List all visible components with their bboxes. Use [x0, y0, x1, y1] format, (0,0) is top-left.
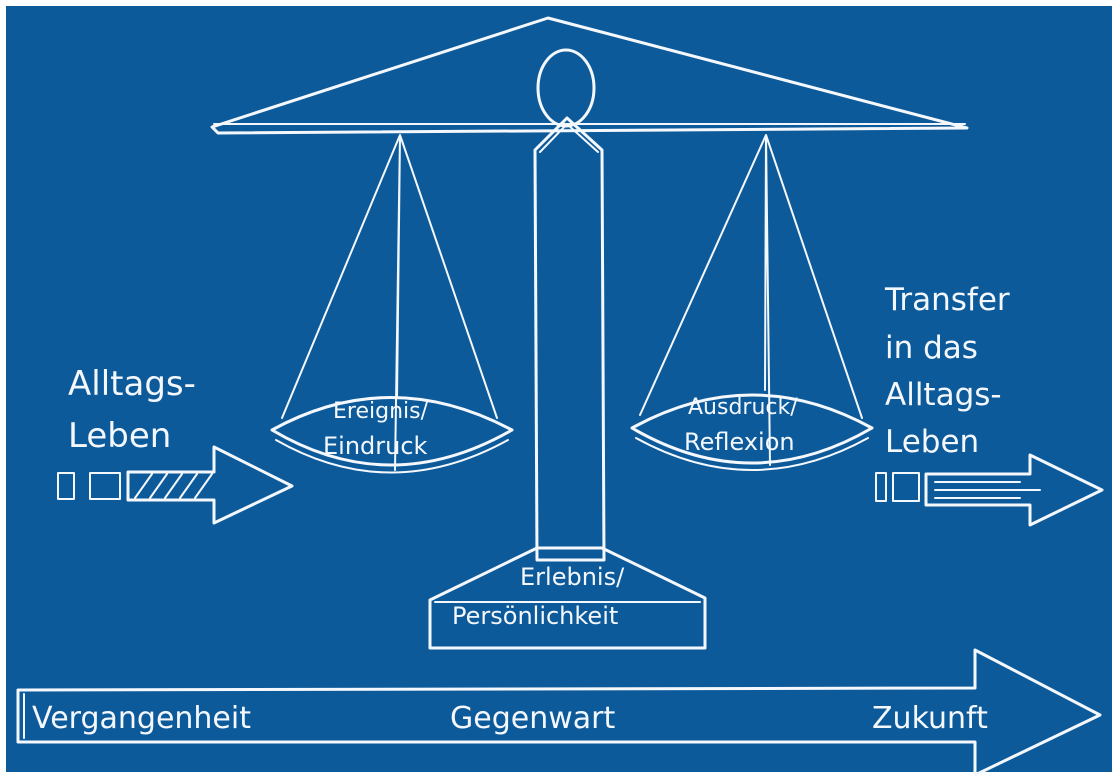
timeline-present: Gegenwart: [450, 701, 615, 736]
left-pan: [270, 396, 514, 467]
right-pan-rim: [635, 437, 869, 471]
timeline-past: Vergangenheit: [32, 701, 251, 736]
scale-column-inner: [539, 123, 599, 153]
left-arrow-hatch: [134, 473, 213, 499]
scale-icon: [210, 16, 969, 650]
right-output-line1: Transfer: [884, 282, 1010, 318]
arrow-right-icon: [57, 445, 294, 525]
left-arrow-segment-1: [57, 472, 75, 500]
right-output-line3: Alltags-: [885, 377, 1002, 413]
left-pan-strings: [281, 134, 498, 471]
right-pan-label-line2: Reflexion: [684, 428, 795, 456]
scale-beam: [210, 16, 969, 135]
right-arrow-body: [924, 453, 1104, 527]
timeline-future: Zukunft: [872, 701, 988, 736]
scale-column: [533, 116, 606, 562]
arrow-right-icon: [875, 453, 1104, 527]
left-input-line1: Alltags-: [68, 364, 196, 404]
right-pan-strings: [639, 134, 863, 466]
left-arrow-segment-2: [89, 472, 121, 500]
left-pan-label-line2: Eindruck: [323, 432, 428, 460]
left-arrow-body: [126, 445, 294, 525]
right-arrow-segment-2: [892, 472, 920, 502]
right-arrow-segment-1: [875, 472, 887, 502]
left-input-line2: Leben: [68, 416, 171, 456]
base-label-line1: Erlebnis/: [520, 563, 625, 591]
left-pan-rim: [275, 439, 509, 474]
right-pan: [630, 393, 874, 465]
timeline-arrow: [16, 648, 1102, 777]
scale-base: [428, 546, 707, 650]
right-pan-label-line1: Ausdruck/: [688, 395, 798, 420]
base-label-line2: Persönlichkeit: [452, 602, 618, 630]
right-output-line2: in das: [885, 330, 978, 366]
timeline-arrow-icon: [16, 648, 1102, 777]
right-output-line4: Leben: [885, 424, 979, 460]
left-pan-label-line1: Ereignis/: [333, 399, 429, 424]
right-arrow-dots: [934, 481, 1041, 499]
